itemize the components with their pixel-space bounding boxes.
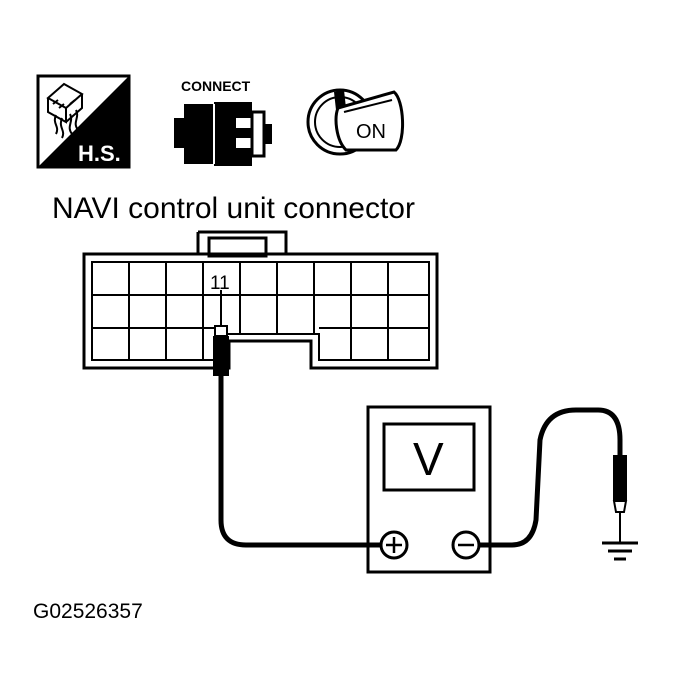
pin-11-label: 11 [210, 273, 230, 294]
positive-lead [218, 376, 386, 548]
navi-connector: 11 [82, 230, 439, 370]
connector-cells [92, 262, 429, 360]
ground-icon [602, 541, 638, 561]
positive-terminal [379, 530, 409, 560]
ground-probe [612, 455, 628, 542]
ignition-on-label: ON [356, 121, 386, 143]
ignition-on-icon: ON [306, 88, 405, 156]
voltmeter: V [366, 405, 492, 574]
connect-icon: CONNECT [174, 78, 272, 166]
harness-side-icon: H.S. [36, 74, 131, 169]
voltmeter-label: V [413, 433, 444, 485]
harness-side-label: H.S. [78, 141, 121, 166]
negative-terminal [451, 530, 481, 560]
positive-probe [213, 290, 229, 376]
negative-lead [479, 407, 623, 548]
connector-title: NAVI control unit connector [52, 192, 415, 225]
figure-code: G02526357 [33, 600, 143, 623]
connect-label: CONNECT [181, 78, 251, 94]
